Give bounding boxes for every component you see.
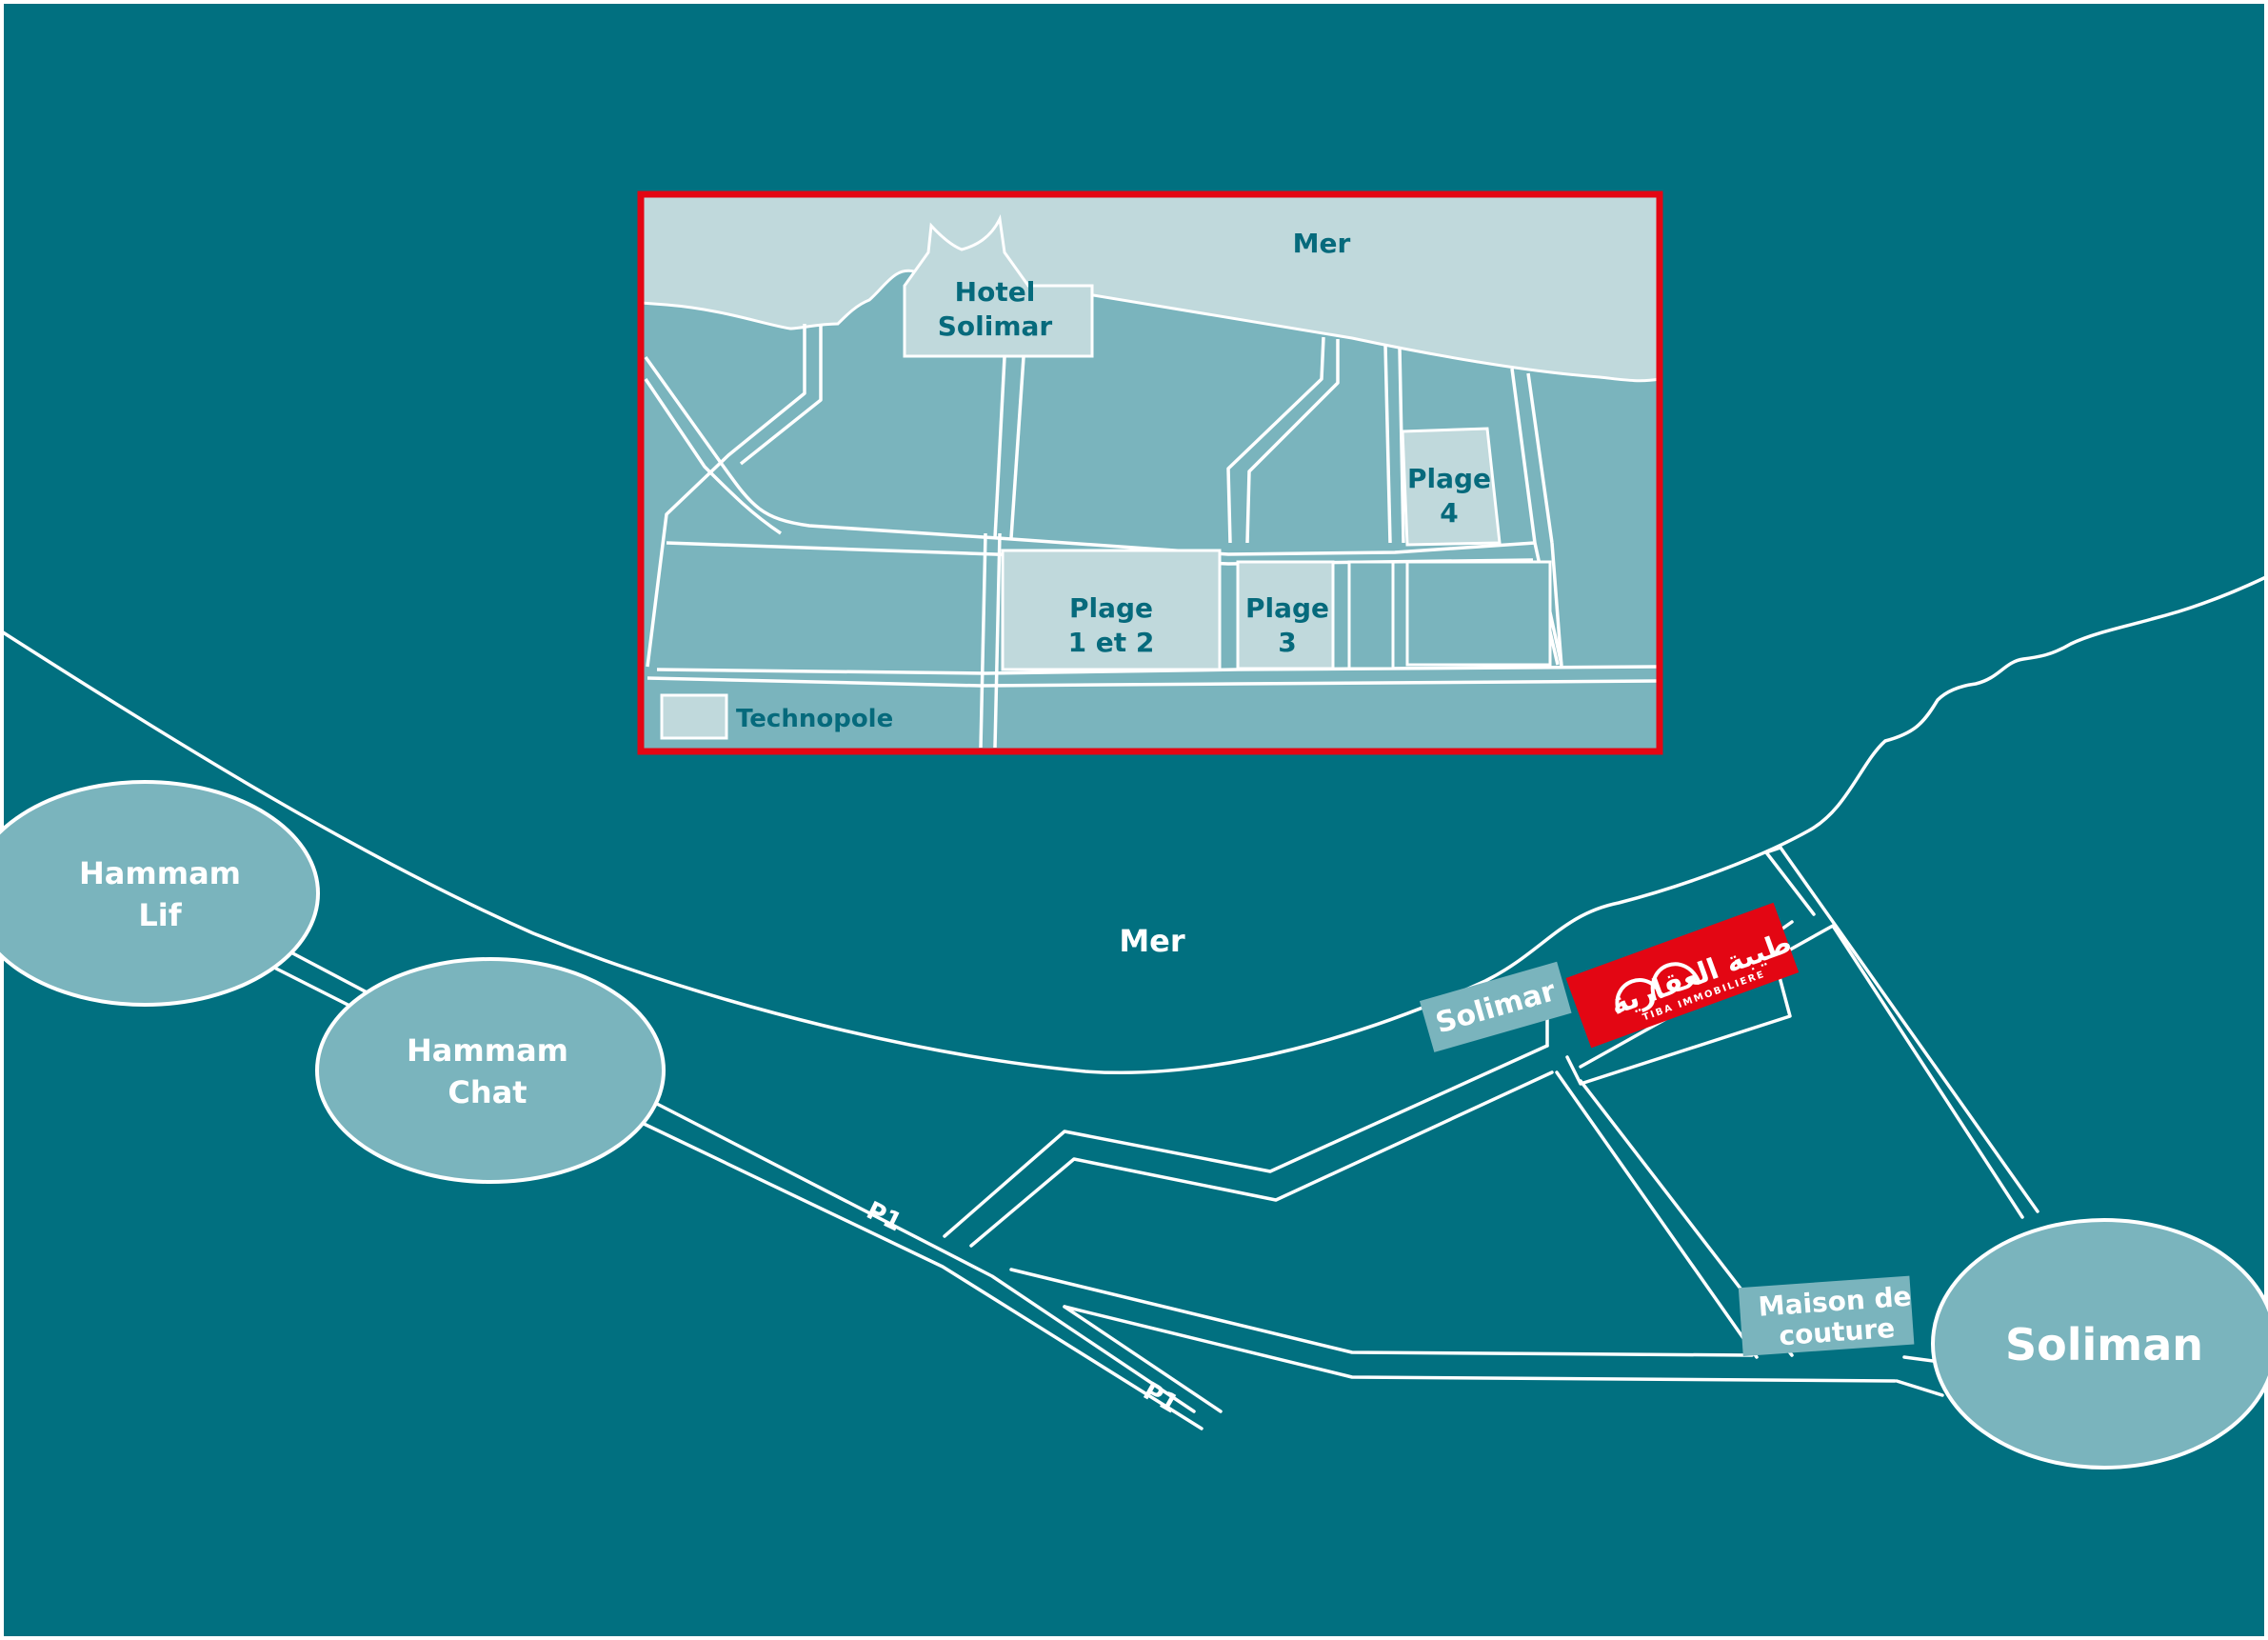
coastline — [0, 574, 2268, 1075]
hotel-label-line2: Solimar — [938, 310, 1053, 342]
logo-arches-icon — [1615, 962, 1702, 1014]
town-label: Soliman — [2005, 1319, 2203, 1370]
plage-3-area[interactable] — [1236, 560, 1335, 670]
plage-1-2-area[interactable] — [1001, 549, 1222, 671]
plage-3-label-line2: 3 — [1278, 627, 1296, 658]
hotel-solimar-building — [903, 214, 1094, 358]
plage-1-2-label-line1: Plage — [1069, 592, 1153, 624]
inset-border — [637, 190, 1663, 755]
plage-1-2-label-line2: 1 et 2 — [1068, 627, 1155, 658]
town-hammam-lif[interactable]: Hammam Lif — [0, 780, 320, 1007]
tiba-immobiliere-logo[interactable]: طيبة العقارية TIBA IMMOBILIERE — [1565, 902, 1801, 1049]
town-label-line1: Hammam — [407, 1032, 568, 1069]
inset-map: Mer Hotel Solimar Plage 4 Plage 1 et 2 P… — [637, 190, 1663, 755]
plage-3-label-line1: Plage — [1245, 592, 1329, 624]
town-soliman[interactable]: Soliman — [1931, 1218, 2268, 1470]
inset-sea-label: Mer — [1293, 228, 1351, 259]
road-network — [274, 846, 2039, 1430]
hotel-label-line1: Hotel — [955, 276, 1036, 308]
legend-label: Technopole — [736, 705, 893, 733]
road-p1-south — [1063, 1305, 1223, 1413]
road-p1 — [653, 1101, 1196, 1413]
legend-swatch — [660, 693, 728, 740]
maison-de-couture-marker[interactable]: Maison de couture — [1738, 1275, 1915, 1357]
town-label-line2: Lif — [138, 897, 182, 933]
sea-label: Mer — [1119, 923, 1185, 959]
plage-4-area[interactable] — [1401, 427, 1502, 547]
plage-4-label-line2: 4 — [1440, 497, 1458, 529]
town-hammam-chat[interactable]: Hammam Chat — [315, 957, 666, 1184]
town-label-line1: Hammam — [79, 855, 241, 891]
plage-4-label-line1: Plage — [1407, 463, 1491, 494]
town-label-line2: Chat — [448, 1074, 527, 1110]
